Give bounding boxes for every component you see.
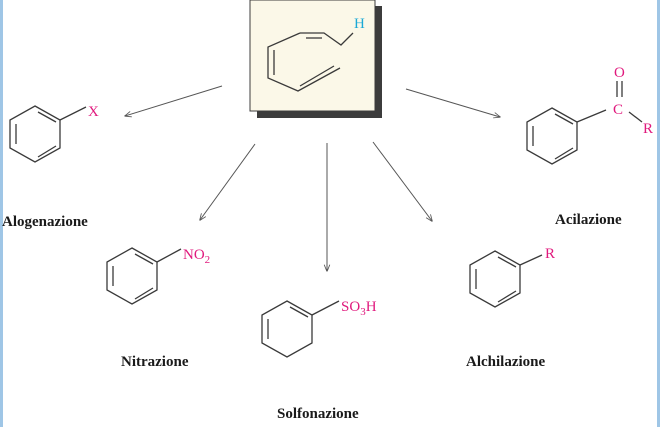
label-nitration: Nitrazione	[121, 354, 189, 370]
sulfo-bond	[311, 300, 340, 316]
center-benzene: H	[249, 0, 382, 118]
center-double-bond-bottom	[299, 65, 335, 87]
halogen-bond	[59, 106, 87, 121]
alkyl-bond	[519, 254, 543, 266]
arrow-halogenation	[125, 85, 223, 116]
acyl-ring-bond	[576, 109, 607, 123]
sulfonation-double-2	[289, 306, 309, 318]
sulfonation-ring	[261, 300, 313, 358]
halogen-atom: X	[88, 104, 99, 120]
acylbenzene-ring	[526, 107, 578, 165]
nitro-bond	[156, 248, 182, 263]
sulfo-group: SO3H	[341, 299, 377, 318]
arrow-alkylation	[372, 141, 432, 221]
alkylbenzene-double-2	[497, 290, 517, 303]
label-acylation: Acilazione	[555, 212, 622, 228]
arrow-nitration	[200, 143, 256, 220]
label-sulfonation: Solfonazione	[277, 406, 359, 422]
label-halogenation: Alogenazione	[2, 214, 88, 230]
carbonyl-carbon: C	[613, 102, 623, 118]
alkylation-product: R Alchilazione	[466, 246, 555, 370]
halobenzene-ring	[9, 105, 61, 163]
nitro-group: NO2	[183, 247, 210, 266]
center-box	[249, 0, 376, 112]
halobenzene-double-2	[37, 145, 57, 158]
acylbenzene-double-2	[554, 147, 574, 160]
label-alkylation: Alchilazione	[466, 354, 546, 370]
alkylbenzene-ring	[469, 250, 521, 308]
center-ring-left	[267, 32, 341, 92]
alkyl-group: R	[545, 246, 555, 262]
halogenation-product: X Alogenazione	[2, 104, 99, 230]
nitrobenzene-double-2	[134, 287, 154, 300]
acyl-r-bond	[628, 111, 643, 123]
nitration-product: NO2 Nitrazione	[106, 247, 210, 370]
nitrobenzene-double-3	[134, 253, 154, 265]
arrow-acylation	[405, 88, 500, 117]
halobenzene-double-3	[37, 111, 57, 123]
left-frame-edge	[0, 0, 3, 427]
alkylbenzene-double-3	[497, 256, 517, 268]
center-hydrogen: H	[354, 16, 365, 32]
sulfonation-product: SO3H Solfonazione	[261, 299, 377, 422]
acyl-group: R	[643, 121, 653, 137]
center-ring-top	[300, 32, 354, 46]
carbonyl-oxygen: O	[614, 65, 625, 81]
acylation-product: O C R Acilazione	[526, 65, 653, 228]
nitrobenzene-ring	[106, 247, 158, 305]
right-frame-edge	[657, 0, 660, 427]
acylbenzene-double-3	[554, 113, 574, 125]
